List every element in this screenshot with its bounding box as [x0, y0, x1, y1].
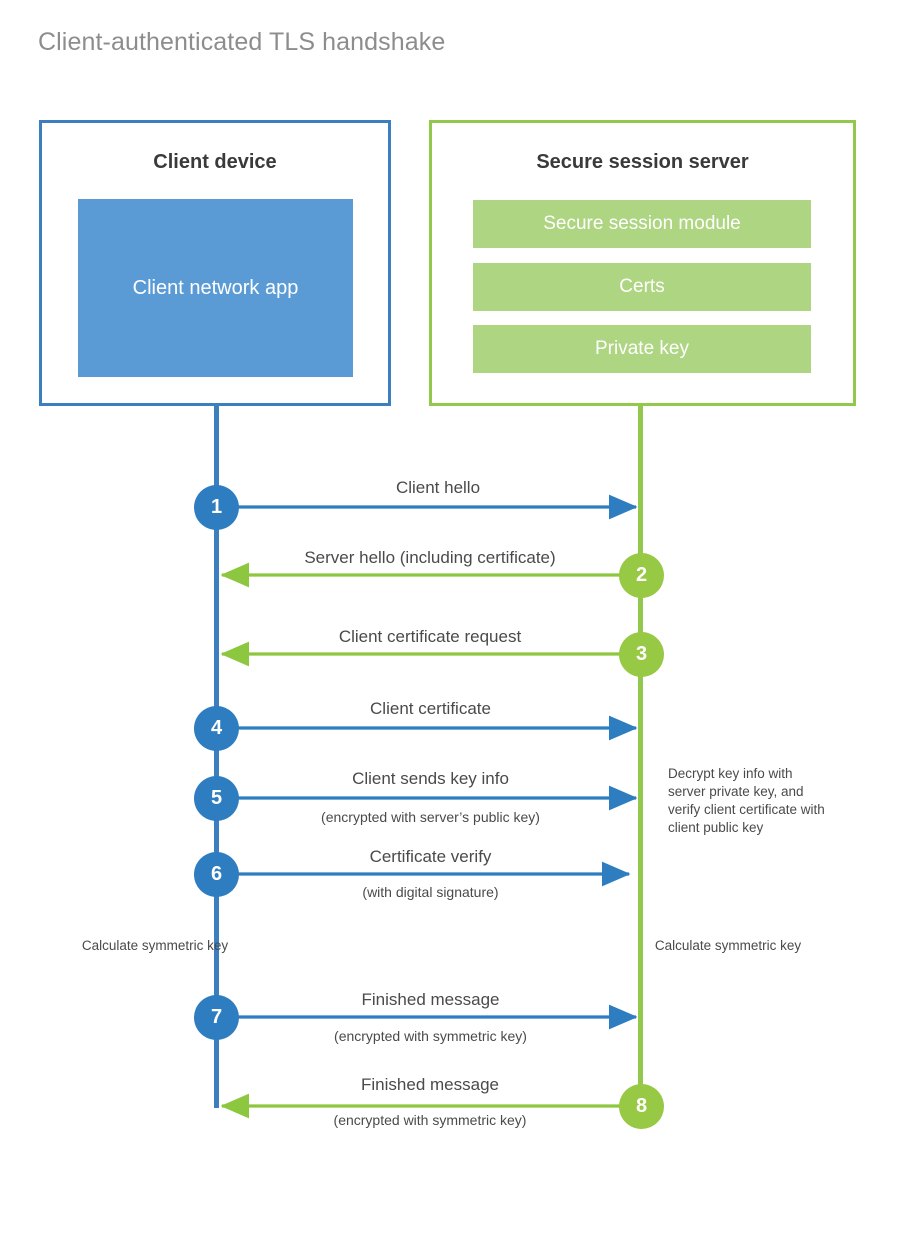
- message-label-5: Client sends key info: [352, 769, 509, 788]
- step-marker-1[interactable]: 1: [194, 485, 239, 530]
- server-lifeline: [638, 406, 643, 1106]
- step-number: 5: [210, 787, 223, 809]
- step-marker-5[interactable]: 5: [194, 776, 239, 821]
- server-module-label: Secure session module: [543, 213, 741, 234]
- step-marker-8[interactable]: 8: [619, 1084, 664, 1129]
- step-marker-3[interactable]: 3: [619, 632, 664, 677]
- step-number: 3: [635, 643, 648, 665]
- server-module-secure-session-module: Secure session module: [473, 200, 811, 248]
- message-label-7: Finished message: [361, 990, 500, 1009]
- message-label-3: Client certificate request: [338, 627, 522, 646]
- step-marker-7[interactable]: 7: [194, 995, 239, 1040]
- step-number: 6: [210, 863, 223, 885]
- message-label-8: Finished message: [361, 1075, 499, 1094]
- step-marker-2[interactable]: 2: [619, 553, 664, 598]
- client-network-app-block: Client network app: [78, 199, 353, 377]
- message-label-6: Certificate verify: [369, 847, 492, 866]
- client-device-title: Client device: [153, 151, 277, 173]
- step-number: 4: [210, 717, 223, 739]
- secure-session-server-title: Secure session server: [536, 151, 749, 173]
- server-module-label: Certs: [619, 276, 665, 297]
- step-marker-6[interactable]: 6: [194, 852, 239, 897]
- message-sublabel-5: (encrypted with server’s public key): [321, 809, 540, 825]
- client-calculate-symmetric-key-note: Calculate symmetric key: [81, 938, 229, 953]
- message-sublabel-7: (encrypted with symmetric key): [334, 1028, 527, 1044]
- message-sublabel-8: (encrypted with symmetric key): [333, 1112, 527, 1128]
- server-module-private-key: Private key: [473, 325, 811, 373]
- message-sublabel-6: (with digital signature): [362, 884, 499, 900]
- client-lifeline: [214, 406, 219, 1108]
- server-module-certs: Certs: [473, 263, 811, 311]
- step-number: 7: [210, 1006, 223, 1028]
- step-number: 2: [635, 564, 648, 586]
- message-label-1: Client hello: [395, 478, 481, 497]
- page-title: Client-authenticated TLS handshake: [38, 28, 446, 56]
- message-label-4: Client certificate: [370, 699, 491, 718]
- client-network-app-label: Client network app: [132, 277, 299, 299]
- server-decrypt-verify-note: Decrypt key info with server private key…: [668, 766, 825, 835]
- step-marker-4[interactable]: 4: [194, 706, 239, 751]
- server-calculate-symmetric-key-note: Calculate symmetric key: [654, 938, 802, 953]
- step-number: 1: [210, 496, 223, 518]
- step-number: 8: [635, 1095, 648, 1117]
- message-label-2: Server hello (including certificate): [304, 548, 556, 567]
- server-module-label: Private key: [595, 338, 689, 359]
